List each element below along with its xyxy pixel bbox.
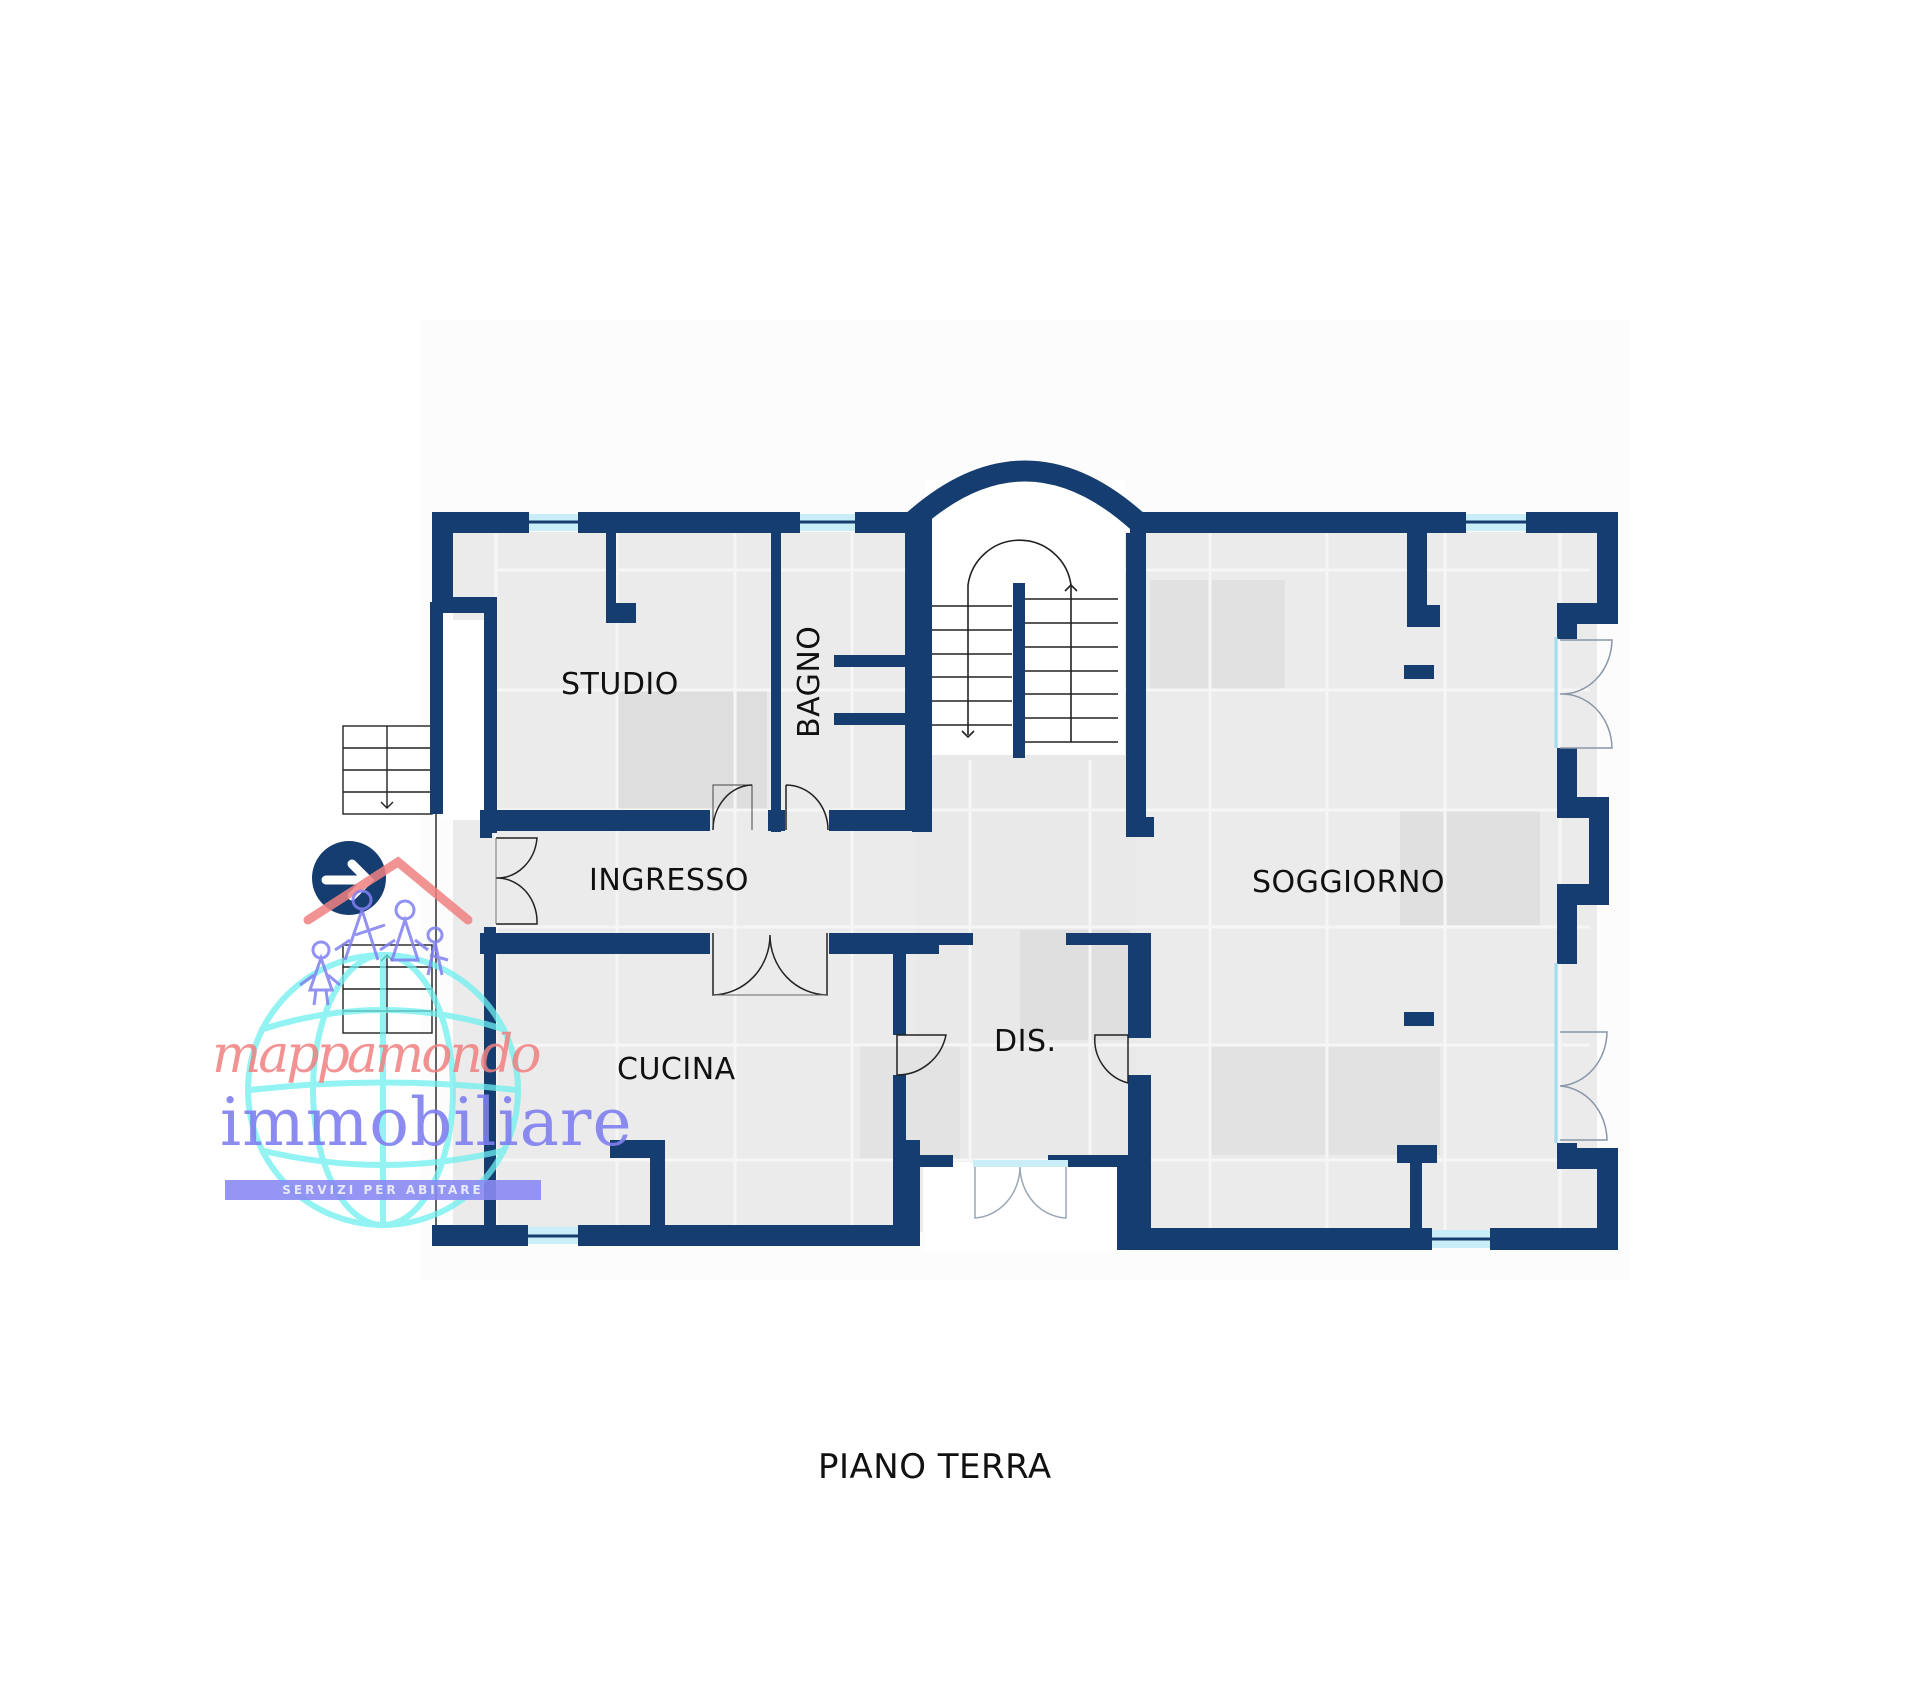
porch — [925, 1162, 1125, 1252]
stair-divider-wall — [1013, 583, 1025, 758]
watermark-family-icon — [299, 889, 449, 1006]
watermark-globe — [245, 952, 521, 1228]
doors — [495, 639, 1613, 1219]
floors — [453, 532, 1597, 1232]
tile-shade — [617, 690, 767, 810]
windows — [528, 514, 1558, 1248]
main-staircase — [926, 539, 1118, 743]
tile-shade — [1150, 580, 1285, 690]
tile-shade — [1210, 1045, 1440, 1155]
watermark-roof-icon — [303, 856, 473, 925]
tile-shade — [1400, 810, 1540, 925]
room-label-bagno: BAGNO — [792, 625, 827, 738]
stair-left-wall — [912, 512, 932, 832]
plan-title: PIANO TERRA — [818, 1447, 1052, 1487]
room-label-soggiorno: SOGGIORNO — [1252, 865, 1446, 900]
side-corridor — [441, 620, 485, 820]
room-label-studio: STUDIO — [561, 667, 679, 702]
floor-left-wing — [453, 532, 923, 1232]
walls — [430, 512, 1618, 1250]
room-label-dis: DIS. — [994, 1024, 1057, 1059]
stair-arch-wall — [904, 460, 1146, 530]
tile-shade — [1020, 930, 1130, 1040]
room-label-ingresso: INGRESSO — [589, 863, 750, 898]
room-label-cucina: CUCINA — [617, 1052, 736, 1087]
